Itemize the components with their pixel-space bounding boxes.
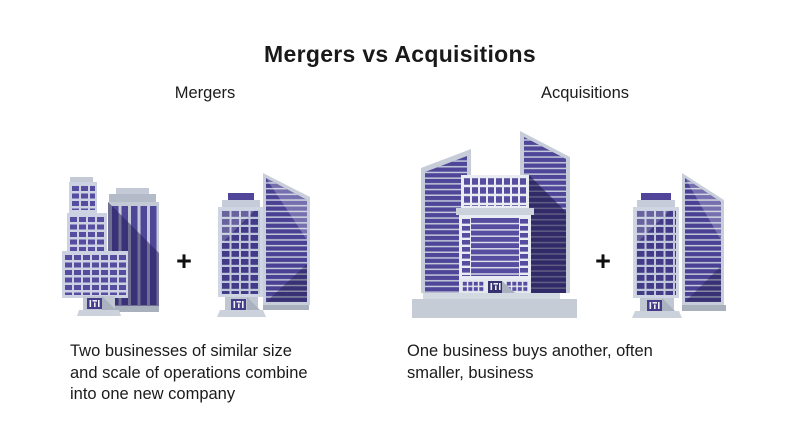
mergers-equal-buildings-icon bbox=[62, 177, 159, 316]
mergers-description: Two businesses of similar size and scale… bbox=[70, 342, 308, 403]
mergers-merging-building-icon bbox=[217, 173, 310, 317]
acquisitions-buyer-building-icon bbox=[412, 131, 577, 318]
acquisitions-description: One business buys another, often smaller… bbox=[407, 342, 653, 382]
mergers-label: Mergers bbox=[174, 84, 236, 102]
acquisitions-target-building-icon bbox=[632, 173, 726, 318]
page-title: Mergers vs Acquisitions bbox=[264, 41, 536, 68]
plus-icon: + bbox=[176, 246, 192, 276]
acquisitions-label: Acquisitions bbox=[540, 84, 630, 102]
plus-icon: + bbox=[595, 246, 611, 276]
